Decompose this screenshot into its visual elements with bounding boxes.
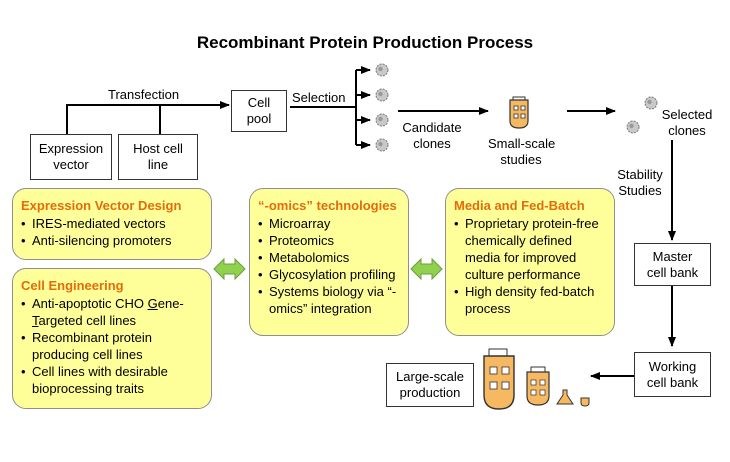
- list-item-text: T: [32, 313, 39, 328]
- transfection-arrow: [66, 101, 230, 134]
- selected-clones-label: Selected clones: [658, 107, 716, 139]
- working-cell-bank-line-2: cell bank: [646, 374, 699, 390]
- stability-studies-label: Stability Studies: [611, 167, 669, 199]
- stability-studies-line-2: Studies: [618, 183, 662, 198]
- list-item: Glycosylation profiling: [258, 266, 400, 283]
- master-cell-bank-box: Master cell bank: [634, 243, 711, 286]
- diagram-title: Recombinant Protein Production Process: [196, 33, 534, 52]
- list-item: Anti-silencing promoters: [21, 232, 203, 249]
- cell-pool-box: Cell pool: [231, 90, 287, 132]
- list-item: Proteomics: [258, 232, 400, 249]
- list-item: Metabolomics: [258, 249, 400, 266]
- list-item: Microarray: [258, 215, 400, 232]
- small-vessel-icon: [580, 397, 590, 407]
- host-cell-line-box: Host cell line: [118, 134, 198, 180]
- selection-arrows: [290, 66, 371, 149]
- transfection-label: Transfection: [108, 87, 180, 102]
- panel-heading: Cell Engineering: [21, 278, 124, 293]
- selected-clone-icons: [626, 96, 658, 134]
- omics-technologies-panel: “-omics” technologies Microarray Proteom…: [249, 188, 409, 336]
- panel-heading: Expression Vector Design: [21, 198, 182, 213]
- list-item-text: G: [147, 296, 158, 311]
- small-scale-bioreactor-icon: [509, 96, 529, 129]
- small-scale-studies-line-2: studies: [500, 152, 542, 167]
- master-cell-bank-line-2: cell bank: [646, 264, 699, 280]
- candidate-clones-line-1: Candidate: [402, 120, 462, 135]
- list-item-text: Anti-apoptotic CHO: [32, 296, 148, 311]
- host-cell-line-line-1: Host cell: [133, 141, 183, 156]
- list-item: Recombinant protein producing cell lines: [21, 329, 203, 363]
- working-cell-bank-box: Working cell bank: [634, 352, 711, 397]
- list-item-text: ene-: [157, 296, 184, 311]
- cell-pool-line-2: pool: [246, 111, 272, 126]
- panel-list: Proprietary protein-free chemically defi…: [454, 215, 606, 317]
- candidate-clones-label: Candidate clones: [399, 120, 465, 152]
- panel-list: Microarray Proteomics Metabolomics Glyco…: [258, 215, 400, 317]
- expression-vector-box: Expression vector: [30, 134, 112, 180]
- selected-clones-line-2: clones: [668, 123, 706, 138]
- selected-clones-line-1: Selected: [661, 107, 713, 122]
- cell-pool-line-1: Cell: [247, 95, 271, 110]
- large-bioreactor-icon: [483, 348, 515, 410]
- list-item: High density fed-batch process: [454, 283, 606, 317]
- stability-studies-line-1: Stability: [617, 167, 663, 182]
- panel-list: IRES-mediated vectors Anti-silencing pro…: [21, 215, 203, 249]
- candidate-clones-line-2: clones: [413, 136, 451, 151]
- master-cell-bank-line-1: Master: [652, 248, 693, 264]
- list-item: Proprietary protein-free chemically defi…: [454, 215, 606, 283]
- panel-heading: Media and Fed-Batch: [454, 198, 585, 213]
- flask-icon: [556, 389, 574, 405]
- panel-heading: “-omics” technologies: [258, 198, 397, 213]
- list-item: Systems biology via “-omics” integration: [258, 283, 400, 317]
- small-scale-studies-label: Small-scale studies: [488, 136, 556, 168]
- host-cell-line-line-2: line: [147, 157, 169, 172]
- large-scale-production-box: Large-scale production: [386, 363, 474, 407]
- panel-list: Anti-apoptotic CHO Gene- Targeted cell li…: [21, 295, 203, 397]
- media-fed-batch-panel: Media and Fed-Batch Proprietary protein-…: [445, 188, 615, 336]
- list-item: Anti-apoptotic CHO Gene- Targeted cell li…: [21, 295, 203, 329]
- list-item-text: argeted cell lines: [38, 313, 137, 328]
- expression-vector-line-2: vector: [53, 157, 89, 172]
- double-arrow-left: [213, 257, 246, 281]
- large-scale-production-line-2: production: [399, 385, 461, 400]
- medium-bioreactor-icon: [526, 366, 550, 406]
- selection-label: Selection: [292, 90, 346, 105]
- candidate-clone-icons: [375, 63, 389, 152]
- double-arrow-right: [410, 257, 443, 281]
- small-scale-studies-line-1: Small-scale: [488, 136, 556, 151]
- cell-engineering-panel: Cell Engineering Anti-apoptotic CHO Gene…: [12, 268, 212, 409]
- expression-vector-line-1: Expression: [38, 141, 104, 156]
- working-cell-bank-line-1: Working: [648, 358, 697, 374]
- large-scale-production-line-1: Large-scale: [396, 369, 464, 384]
- expression-vector-design-panel: Expression Vector Design IRES-mediated v…: [12, 188, 212, 260]
- list-item: IRES-mediated vectors: [21, 215, 203, 232]
- list-item: Cell lines with desirable bioprocessing …: [21, 363, 203, 397]
